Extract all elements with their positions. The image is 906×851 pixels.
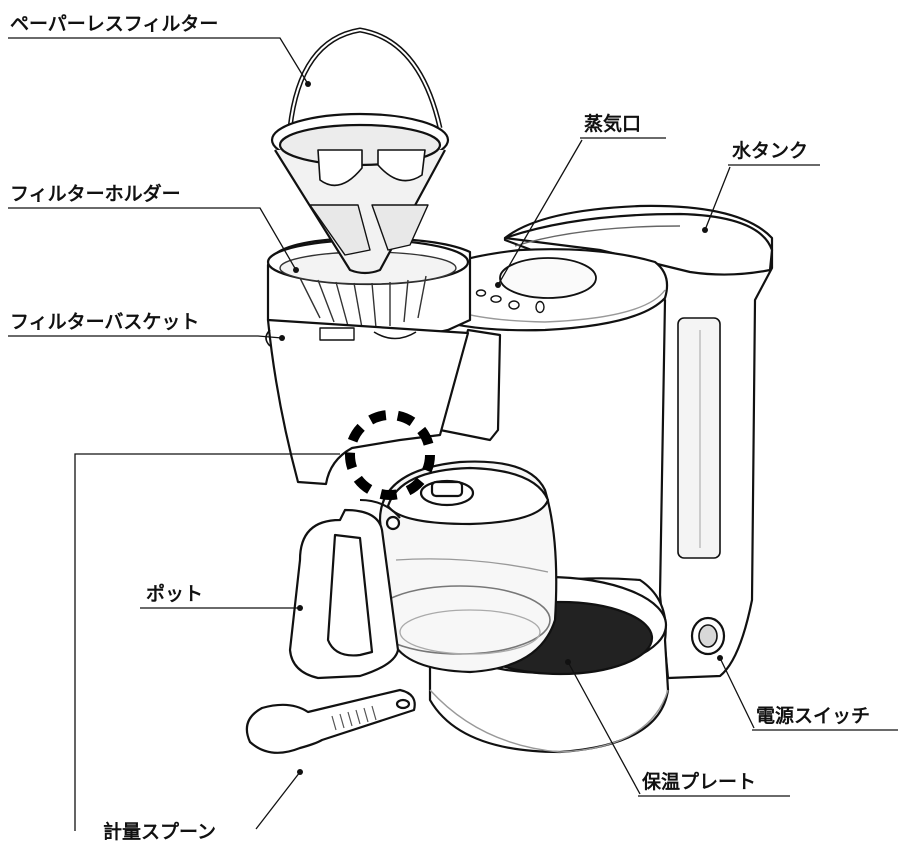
spoon-grip (331, 705, 377, 731)
label-steam-vent: 蒸気口 (584, 112, 641, 135)
label-power-switch: 電源スイッチ (756, 704, 870, 727)
callout-dots (279, 81, 723, 775)
label-water-tank: 水タンク (732, 140, 808, 162)
pot (288, 460, 558, 680)
filter-ribs (299, 275, 427, 329)
label-warming-plate: 保温プレート (641, 770, 756, 793)
labels: ペーパーレスフィルター 蒸気口 水タンク フィルターホルダー フィルターバスケッ… (10, 13, 870, 843)
label-pot: ポット (146, 582, 203, 605)
leader-lines (8, 37, 898, 831)
label-paperless-filter: ペーパーレスフィルター (10, 13, 218, 35)
paperless-filter (270, 27, 450, 275)
label-filter-holder: フィルターホルダー (10, 182, 181, 205)
measuring-spoon (245, 688, 416, 754)
label-measuring-spoon: 計量スプーン (103, 820, 216, 843)
label-filter-basket: フィルターバスケット (10, 311, 199, 333)
dashed-circle-icon (345, 410, 435, 500)
